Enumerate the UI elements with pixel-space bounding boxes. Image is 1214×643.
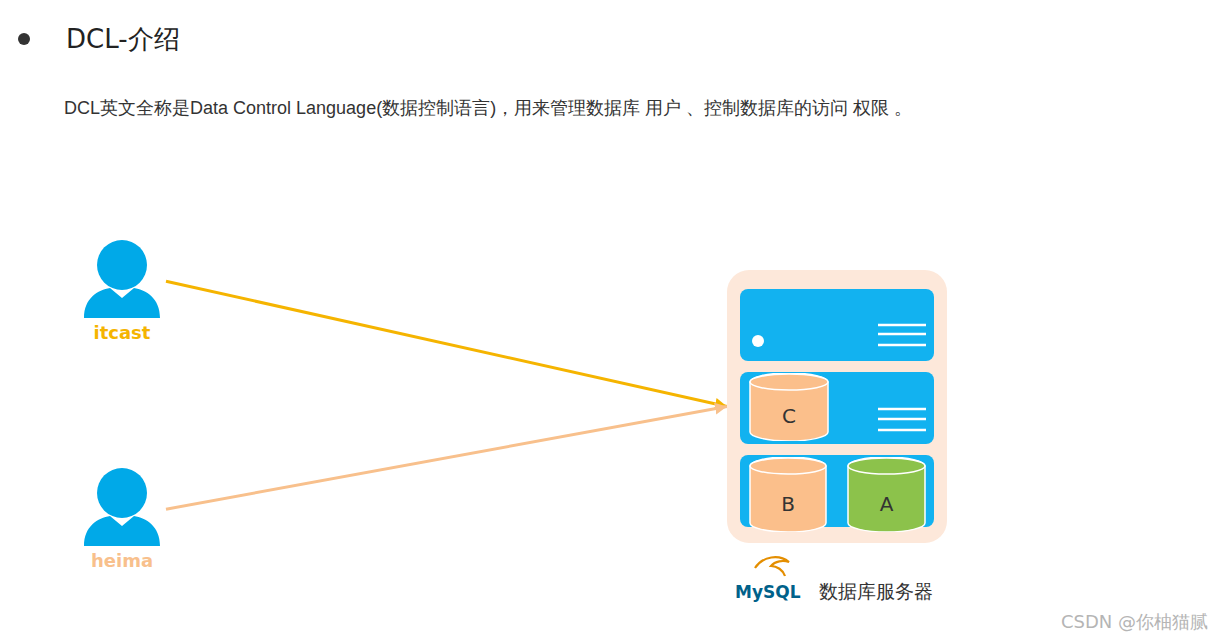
user-body [84,288,160,318]
user-name: itcast [94,322,151,343]
cylinder-top [848,458,925,474]
database-cylinder: C [749,373,829,441]
access-arrow [166,281,727,406]
server-panel [740,289,934,361]
server-caption: 数据库服务器 [819,579,933,605]
power-light [752,335,764,347]
description: DCL英文全称是Data Control Language(数据控制语言)，用来… [64,96,912,120]
database-name: C [782,404,796,428]
database-name: A [880,492,894,516]
database-server: MySQL数据库服务器CBA [727,270,947,543]
bullet-dot [18,33,30,45]
vent-line [878,429,926,432]
logo-text: MySQL [735,582,801,602]
watermark: CSDN @你柚猫腻 [1061,610,1208,634]
vent-line [878,344,926,347]
vent-line [878,418,926,421]
vent-line [878,324,926,327]
user-body [84,516,160,546]
cylinder-body [750,373,828,441]
database-cylinder: A [847,457,926,532]
user-figure [80,466,164,548]
vent-line [878,408,926,411]
cylinder-body [848,457,925,532]
user-icon: itcast [80,238,164,346]
database-cylinder: B [749,457,827,532]
cylinder-top [750,374,828,390]
title: DCL-介绍 [66,22,180,57]
cylinder-top [750,458,826,474]
user-head [97,240,147,290]
user-name: heima [91,550,153,571]
server-panel [740,372,934,444]
server-casing [727,270,947,543]
user-icon: heima [80,466,164,574]
cylinder-body [750,457,826,532]
database-name: B [781,492,795,516]
vent-line [878,333,926,336]
user-head [97,468,147,518]
logo-dolphin [755,557,789,576]
access-arrow [166,407,727,510]
user-figure [80,238,164,320]
